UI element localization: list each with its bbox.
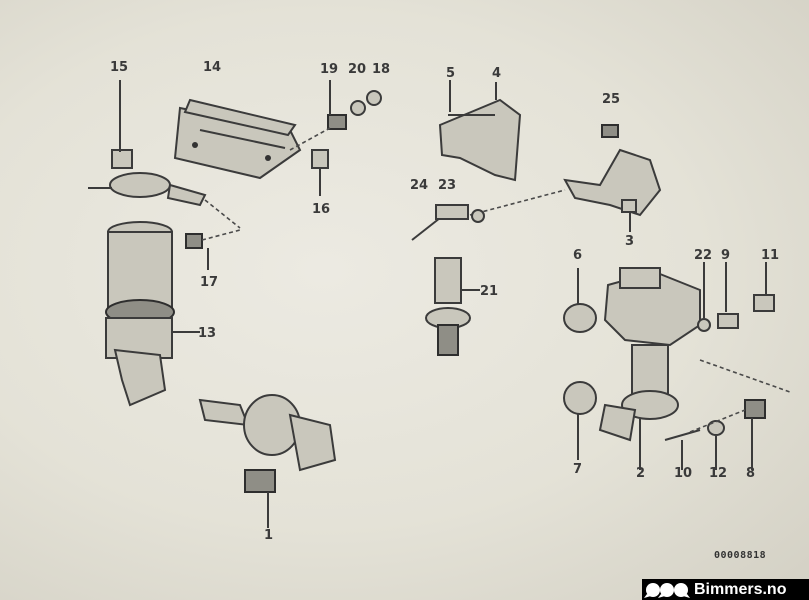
part-number-19: 19 bbox=[320, 62, 339, 77]
part-number-15: 15 bbox=[110, 60, 129, 75]
part-number-18: 18 bbox=[372, 62, 391, 77]
clamps-6-7 bbox=[563, 268, 597, 460]
part-number-20: 20 bbox=[348, 62, 367, 77]
pump-13 bbox=[105, 221, 200, 407]
bolts-24-23 bbox=[411, 204, 485, 241]
part-number-8: 8 bbox=[746, 466, 756, 481]
part-number-7: 7 bbox=[573, 462, 583, 477]
clamp-15 bbox=[88, 80, 241, 229]
part-number-16: 16 bbox=[312, 202, 331, 217]
part-number-6-top: 6 bbox=[573, 248, 583, 263]
part-number-25: 25 bbox=[602, 92, 621, 107]
sensor-21 bbox=[425, 257, 480, 356]
speech-bubbles-logo-icon bbox=[644, 582, 690, 598]
part-number-23: 23 bbox=[438, 178, 457, 193]
watermark: Bimmers.no bbox=[642, 579, 809, 600]
part-number-10: 10 bbox=[674, 466, 693, 481]
fasteners-right bbox=[664, 262, 791, 470]
part-number-2: 2 bbox=[636, 466, 646, 481]
part-number-9: 9 bbox=[721, 248, 731, 263]
valve-1 bbox=[198, 394, 337, 528]
part-number-3: 3 bbox=[625, 234, 635, 249]
part-number-22: 22 bbox=[694, 248, 713, 263]
diagram-code: 00008818 bbox=[714, 550, 767, 561]
part-number-5: 5 bbox=[446, 66, 456, 81]
part-number-17: 17 bbox=[200, 275, 219, 290]
valve-2 bbox=[598, 267, 701, 470]
fasteners-top bbox=[289, 80, 382, 196]
watermark-text: Bimmers.no bbox=[694, 580, 787, 598]
part-number-24: 24 bbox=[410, 178, 429, 193]
part-number-21: 21 bbox=[480, 284, 499, 299]
bracket-14 bbox=[173, 98, 302, 180]
bracket-3 bbox=[469, 124, 662, 232]
part-number-1: 1 bbox=[264, 528, 274, 543]
bracket-4 bbox=[438, 80, 522, 182]
part-number-4: 4 bbox=[492, 66, 502, 81]
part-number-12: 12 bbox=[709, 466, 728, 481]
part-number-13: 13 bbox=[198, 326, 217, 341]
part-number-14: 14 bbox=[203, 60, 222, 75]
part-number-11: 11 bbox=[761, 248, 780, 263]
bolt-17 bbox=[185, 229, 241, 270]
